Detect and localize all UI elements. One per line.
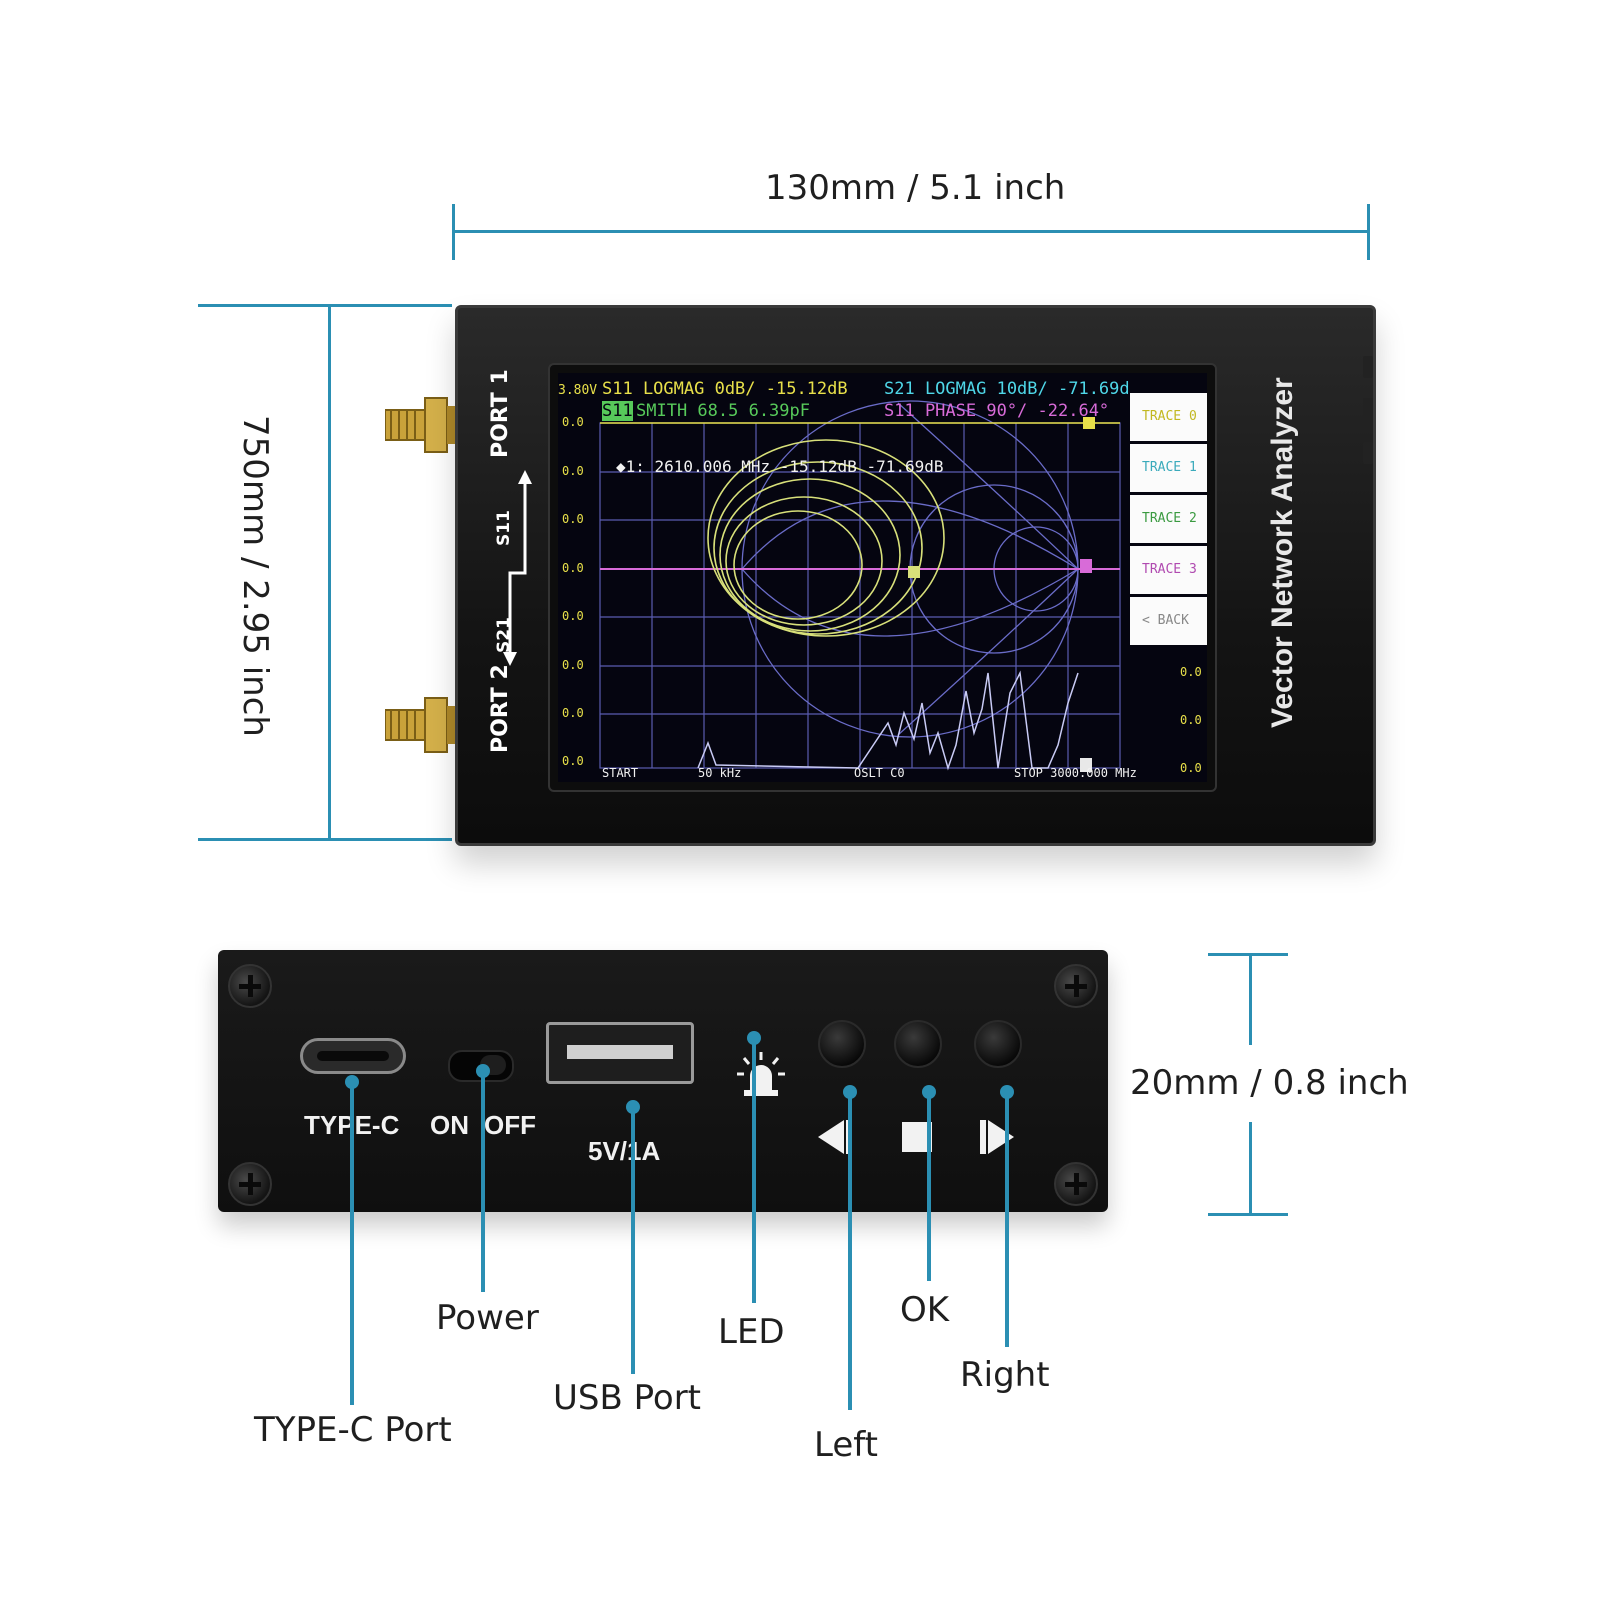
right-scale-1: 0.0 (1180, 713, 1202, 727)
led-callout-line (752, 1041, 756, 1303)
left-scale-7: 0.0 (562, 754, 584, 768)
left-scale-2: 0.0 (562, 512, 584, 526)
lcd-screen[interactable]: 3.80V S11 LOGMAG 0dB/ -15.12dB S21 LOGMA… (558, 373, 1207, 782)
typec-socket[interactable] (300, 1038, 406, 1074)
screw-bottom-left (228, 1162, 272, 1206)
led-icon (737, 1052, 785, 1096)
width-dimension-line (452, 230, 1370, 233)
left-button[interactable] (818, 1020, 866, 1068)
device-side-panel: TYPE-C ON OFF 5V/1A (218, 950, 1108, 1212)
menu-trace-1[interactable]: TRACE 1 (1130, 444, 1207, 492)
screw-top-left (228, 964, 272, 1008)
side-button-1[interactable] (1363, 356, 1373, 378)
battery-voltage: 3.80V (558, 383, 598, 398)
power-callout-dot (476, 1064, 490, 1078)
switch-off-label: OFF (484, 1110, 536, 1140)
power-callout-line (481, 1074, 485, 1292)
height-dimension-tick-top (198, 304, 452, 307)
s21-arrow-label: S21 (494, 617, 514, 653)
right-callout-line (1005, 1095, 1009, 1347)
right-button[interactable] (974, 1020, 1022, 1068)
typec-callout-line (350, 1085, 354, 1405)
brand-label: Vector Network Analyzer (1266, 377, 1299, 728)
depth-dimension-tick-top (1208, 953, 1288, 956)
s11-arrow-label: S11 (494, 510, 514, 546)
s-parameter-arrows (503, 470, 532, 666)
depth-dimension-line-top (1249, 953, 1252, 1045)
stop-frequency: STOP 3000.000 MHz (1014, 766, 1137, 780)
left-callout-line (848, 1095, 852, 1410)
ok-callout-dot (922, 1085, 936, 1099)
calibration-status: OSLT C0 (854, 766, 905, 780)
side-button-3[interactable] (1363, 442, 1373, 464)
led-callout: LED (718, 1312, 785, 1352)
screen-bezel: 3.80V S11 LOGMAG 0dB/ -15.12dB S21 LOGMA… (548, 363, 1217, 792)
left-scale-4: 0.0 (562, 609, 584, 623)
height-dimension-label: 750mm / 2.95 inch (235, 415, 275, 737)
right-scale-2: 0.0 (1180, 761, 1202, 775)
depth-dimension-line-bottom (1249, 1122, 1252, 1214)
ok-callout-line (927, 1095, 931, 1281)
left-scale-6: 0.0 (562, 706, 584, 720)
left-callout: Left (814, 1425, 878, 1465)
trace3-tag: S11 (602, 401, 633, 421)
menu-trace-2[interactable]: TRACE 2 (1130, 495, 1207, 543)
screw-top-right (1054, 964, 1098, 1008)
right-arrow-icon (980, 1120, 1014, 1154)
port2-label: PORT 2 (488, 664, 513, 753)
marker-readout: ◆1: 2610.006 MHz -15.12dB -71.69dB (616, 457, 944, 476)
left-scale-1: 0.0 (562, 464, 584, 478)
usb-callout-dot (626, 1100, 640, 1114)
menu-back[interactable]: < BACK (1130, 597, 1207, 645)
width-dimension-tick-right (1367, 204, 1370, 260)
left-scale-5: 0.0 (562, 658, 584, 672)
usb-callout-line (631, 1110, 635, 1374)
ok-button[interactable] (894, 1020, 942, 1068)
start-frequency: 50 kHz (698, 766, 742, 780)
depth-dimension-label: 20mm / 0.8 inch (1130, 1063, 1409, 1103)
port2-sma-connector (385, 697, 457, 753)
menu-trace-3[interactable]: TRACE 3 (1130, 546, 1207, 594)
ok-callout: OK (900, 1290, 950, 1330)
depth-dimension-tick-bottom (1208, 1213, 1288, 1216)
usb-port-callout: USB Port (553, 1378, 702, 1418)
right-callout: Right (960, 1355, 1050, 1395)
port1-sma-connector (385, 397, 457, 453)
port1-label: PORT 1 (488, 369, 513, 458)
usb-a-socket[interactable] (546, 1022, 694, 1084)
power-callout: Power (436, 1298, 539, 1338)
left-callout-dot (843, 1085, 857, 1099)
width-dimension-label: 130mm / 5.1 inch (765, 168, 1066, 208)
device-front: PORT 1 PORT 2 S11 S21 (455, 305, 1376, 846)
left-scale-3: 0.0 (562, 561, 584, 575)
menu-trace-0[interactable]: TRACE 0 (1130, 393, 1207, 441)
led-callout-dot (747, 1031, 761, 1045)
left-scale-0: 0.0 (562, 415, 584, 429)
height-dimension-line (328, 305, 331, 840)
typec-callout-dot (345, 1075, 359, 1089)
right-scale-0: 0.0 (1180, 665, 1202, 679)
side-button-2[interactable] (1363, 398, 1373, 420)
trace3-readout: SMITH 68.5 6.39pF (636, 401, 810, 421)
switch-on-label: ON (430, 1110, 469, 1140)
screen-plot (599, 400, 1121, 772)
right-callout-dot (1000, 1085, 1014, 1099)
height-dimension-tick-bottom (198, 838, 452, 841)
trace2-readout: S21 LOGMAG 10dB/ -71.69d (884, 379, 1130, 399)
screw-bottom-right (1054, 1162, 1098, 1206)
trace4-readout: S11 PHASE 90°/ -22.64° (884, 401, 1110, 421)
usb-panel-label: 5V/1A (588, 1136, 661, 1166)
trace1-readout: S11 LOGMAG 0dB/ -15.12dB (602, 379, 848, 399)
typec-port-callout: TYPE-C Port (254, 1410, 452, 1450)
width-dimension-tick-left (452, 204, 455, 260)
start-label: START (602, 766, 639, 780)
